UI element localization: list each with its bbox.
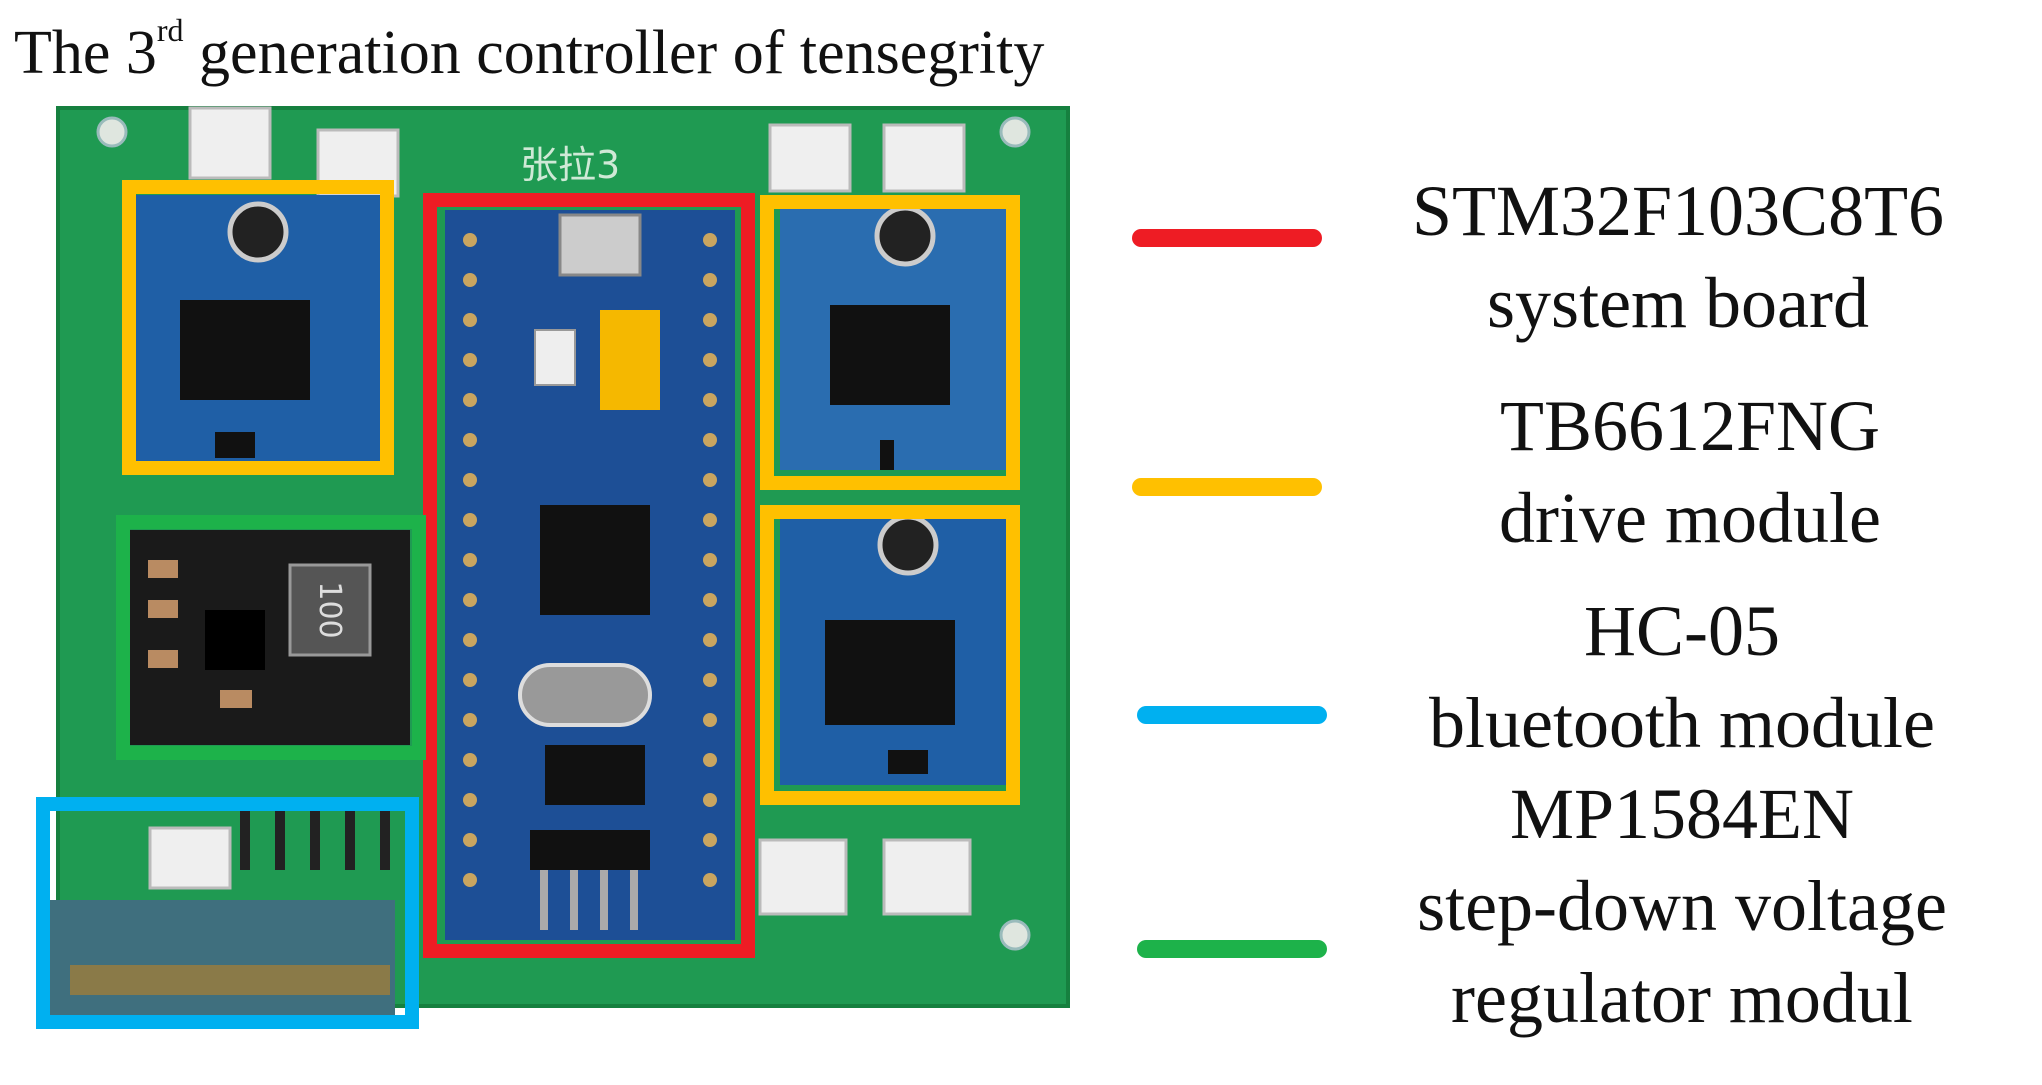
mount-hole — [999, 919, 1031, 951]
legend-line-mp1584 — [1137, 940, 1327, 958]
driver-module-right-bottom — [780, 510, 1010, 785]
title-superscript: rd — [156, 12, 184, 49]
highlight-driver-left — [122, 180, 394, 475]
legend-mp1584-line1: MP1584EN — [1509, 774, 1855, 854]
legend-stm32-line1: STM32F103C8T6 — [1411, 171, 1945, 251]
mount-hole — [96, 116, 128, 148]
silkscreen-label: 张拉3 — [520, 143, 620, 187]
title-part-b: generation controller of tensegrity — [183, 19, 1045, 87]
legend-label-tb6612: TB6612FNG drive module — [1330, 380, 2042, 564]
highlight-bluetooth — [36, 797, 419, 1029]
connector — [882, 123, 966, 193]
title-part-a: The 3 — [14, 19, 157, 87]
legend-line-hc05 — [1137, 706, 1327, 724]
connector — [758, 838, 848, 916]
legend-line-stm32 — [1132, 229, 1322, 247]
legend-hc05-line2: bluetooth module — [1429, 683, 1935, 763]
step-down-module: 100 — [130, 530, 410, 745]
stm32-system-board — [445, 210, 735, 940]
mount-hole — [999, 116, 1031, 148]
highlight-step-down — [116, 515, 426, 760]
connector — [148, 826, 232, 890]
legend-stm32-line2: system board — [1487, 263, 1869, 343]
figure-title: The 3rd generation controller of tensegr… — [14, 12, 1045, 89]
board-photo: 张拉3 100 — [36, 106, 1070, 1029]
legend-label-mp1584: MP1584EN step-down voltage regulator mod… — [1322, 768, 2042, 1044]
driver-module-left — [130, 195, 380, 465]
legend-tb6612-line1: TB6612FNG — [1499, 386, 1881, 466]
svg-text:100: 100 — [312, 581, 347, 638]
driver-module-right-top — [780, 205, 1010, 470]
legend-tb6612-line2: drive module — [1499, 478, 1881, 558]
highlight-driver-right-top — [760, 195, 1020, 490]
legend-label-stm32: STM32F103C8T6 system board — [1318, 165, 2038, 349]
legend-line-tb6612 — [1132, 478, 1322, 496]
highlight-stm32 — [423, 193, 755, 958]
legend-mp1584-line2: step-down voltage — [1417, 866, 1947, 946]
legend-mp1584-line3: regulator modul — [1451, 958, 1913, 1038]
connector — [188, 106, 272, 180]
highlight-driver-right-bottom — [760, 505, 1020, 805]
connector — [882, 838, 972, 916]
connector — [768, 123, 852, 193]
legend-label-hc05: HC-05 bluetooth module — [1322, 585, 2042, 769]
bluetooth-module — [50, 810, 395, 1020]
legend-hc05-line1: HC-05 — [1584, 591, 1780, 671]
board-illustration: 张拉3 100 — [50, 106, 1070, 1020]
